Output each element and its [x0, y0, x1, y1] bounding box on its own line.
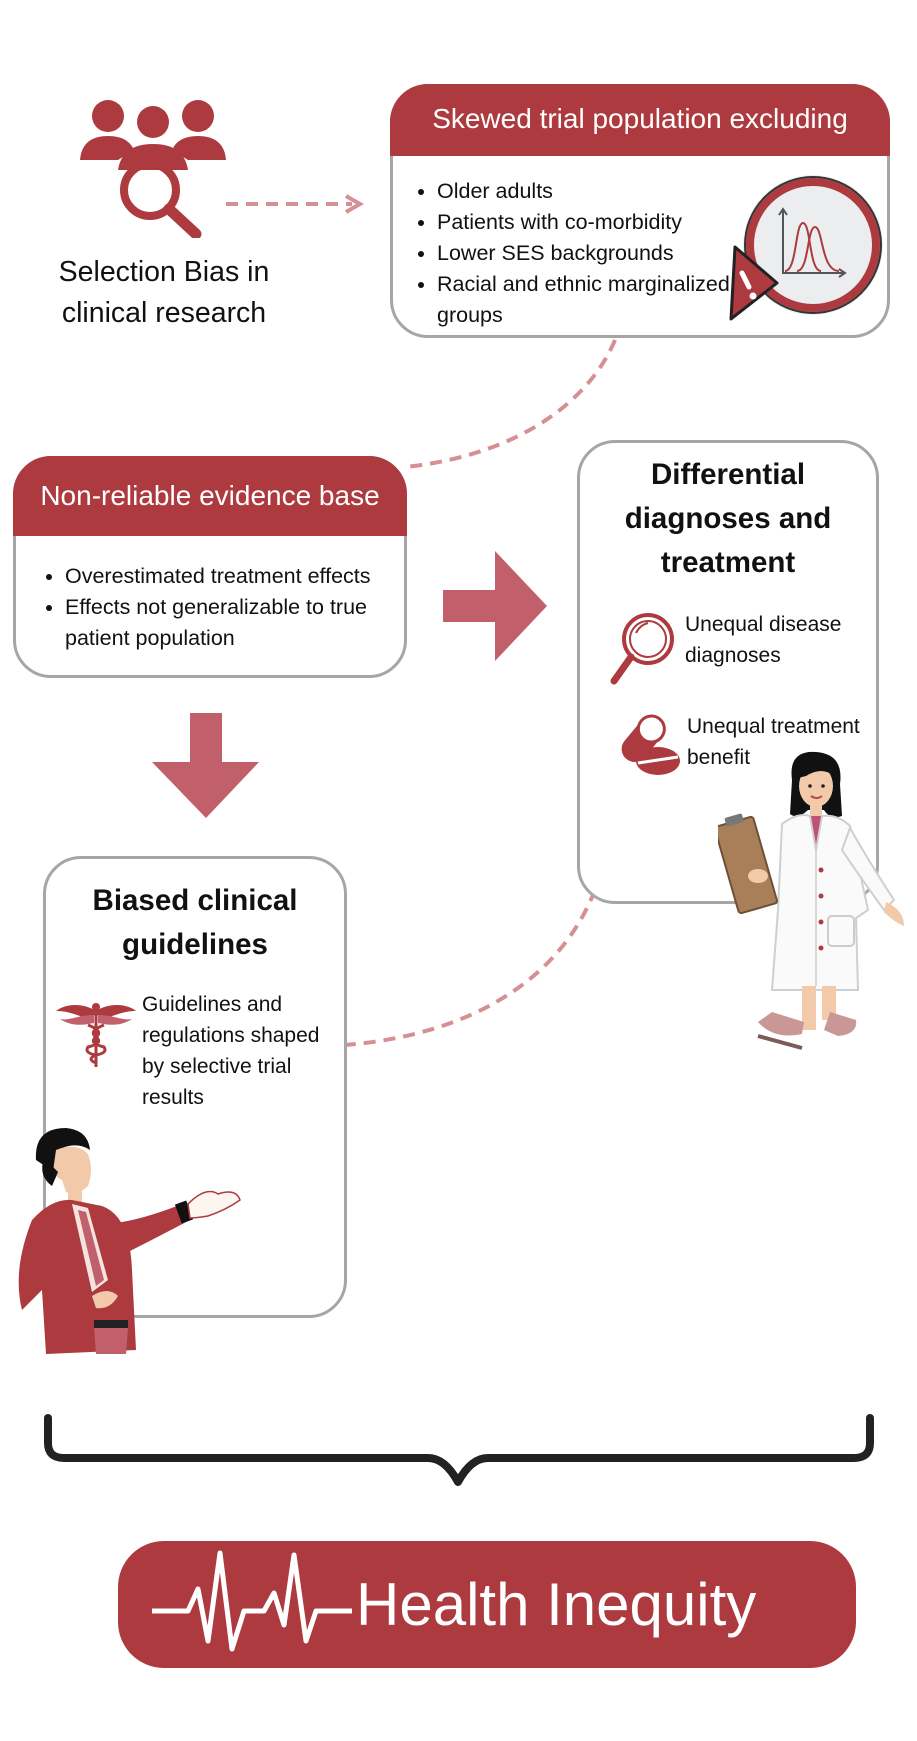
list-item: Older adults [437, 176, 767, 207]
arrow-right [443, 551, 547, 661]
evidence-base-box: Non-reliable evidence base Overestimated… [13, 456, 407, 678]
selection-bias-line1: Selection Bias in [58, 256, 270, 288]
differential-item2: Unequal treatment benefit [687, 715, 860, 769]
curly-brace [44, 1414, 874, 1486]
pill-icon [621, 714, 680, 775]
differential-title: Differential diagnoses and treatment [624, 458, 832, 579]
caduceus-icon [56, 1003, 136, 1067]
magnifier-icon [610, 613, 674, 685]
dashed-curve-differential-guidelines [344, 889, 597, 1047]
health-inequity-label: Health Inequity [356, 1571, 757, 1638]
list-item: Patients with co-morbidity [437, 207, 767, 238]
dashed-arrow-head [345, 194, 365, 214]
list-item: Effects not generalizable to true patien… [65, 592, 415, 654]
distribution-warning-icon [729, 175, 883, 321]
presenter-man-illustration [18, 1128, 241, 1354]
guidelines-text: Guidelines and regulations shaped by sel… [142, 993, 320, 1109]
skewed-population-list: Older adults Patients with co-morbidity … [411, 176, 767, 331]
people-search-icon [80, 100, 226, 238]
skewed-population-box: Skewed trial population excluding Older … [390, 84, 890, 338]
list-item: Racial and ethnic marginalized groups [437, 269, 767, 331]
differential-item1: Unequal disease diagnoses [685, 613, 842, 667]
arrow-down [152, 713, 259, 818]
list-item: Lower SES backgrounds [437, 238, 767, 269]
list-item: Overestimated treatment effects [65, 561, 415, 592]
selection-bias-line2: clinical research [61, 297, 267, 329]
evidence-base-header: Non-reliable evidence base [13, 456, 407, 536]
selection-bias-label: Selection Bias in clinical research [40, 252, 288, 334]
health-inequity-banner: Health Inequity [118, 1541, 856, 1668]
evidence-base-list: Overestimated treatment effects Effects … [39, 561, 415, 654]
dashed-curve-skewed-evidence [404, 339, 617, 469]
heartbeat-icon [152, 1550, 352, 1652]
doctor-woman-illustration [718, 751, 904, 1050]
skewed-population-header: Skewed trial population excluding [390, 84, 890, 156]
guidelines-title: Biased clinical guidelines [92, 884, 298, 961]
